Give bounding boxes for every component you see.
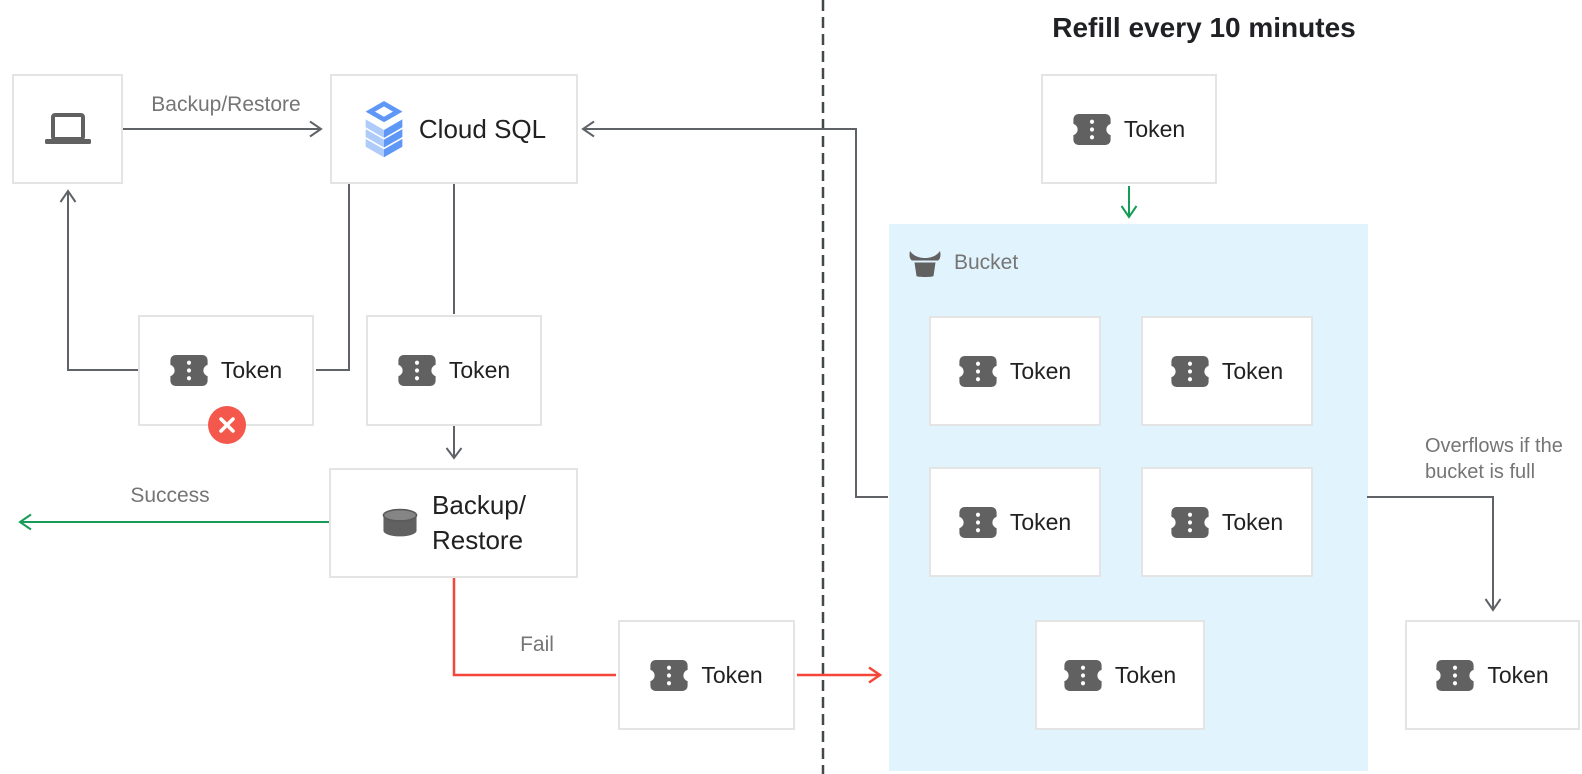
token-icon — [1171, 355, 1209, 387]
token-icon — [398, 355, 436, 386]
success-label: Success — [130, 484, 210, 507]
backup-restore-label: Backup/ Restore — [432, 490, 526, 555]
token-icon — [1073, 113, 1111, 145]
token-label: Token — [220, 357, 283, 383]
bucket-header: Bucket — [908, 247, 1018, 278]
refill-token-box: Token — [1041, 74, 1217, 184]
backup-restore-box: Backup/ Restore — [329, 468, 578, 578]
token-icon — [1064, 659, 1102, 691]
bucket-token-4: Token — [1141, 467, 1313, 577]
bucket-token-1: Token — [929, 316, 1101, 426]
token-label: Token — [1114, 661, 1177, 688]
token-icon — [170, 355, 208, 386]
overflow-token-box: Token — [1405, 620, 1580, 730]
token-icon — [1171, 506, 1209, 538]
token-icon — [959, 355, 997, 387]
bucket-to-cloudsql-arrow — [581, 120, 888, 498]
token-label: Token — [1221, 357, 1284, 384]
laptop-icon — [44, 112, 91, 144]
request-arrow — [123, 120, 323, 138]
token-icon — [1436, 659, 1474, 691]
token-icon — [650, 659, 688, 691]
database-icon — [382, 508, 418, 536]
cloud-sql-icon — [365, 100, 403, 157]
token-label: Token — [1123, 115, 1186, 142]
x-circle-icon — [208, 406, 246, 444]
client-box — [12, 74, 123, 184]
fail-label: Fail — [520, 633, 554, 656]
refill-title: Refill every 10 minutes — [1052, 12, 1356, 43]
success-arrow — [18, 513, 329, 531]
bucket-icon — [909, 251, 941, 277]
bucket-token-2: Token — [1141, 316, 1313, 426]
cloud-sql-label: Cloud SQL — [418, 113, 547, 144]
overflow-label: Overflows if the bucket is full — [1425, 435, 1563, 483]
pending-token-box: Token — [366, 315, 542, 426]
token-label: Token — [1221, 508, 1284, 535]
bucket-label: Bucket — [954, 250, 1019, 274]
request-arrow-label: Backup/Restore — [151, 93, 301, 116]
bucket-token-5: Token — [1035, 620, 1205, 730]
bucket-token-3: Token — [929, 467, 1101, 577]
token-label: Token — [701, 661, 763, 688]
token-to-client-arrow — [59, 189, 138, 371]
token-label: Token — [448, 357, 511, 383]
token-icon — [959, 506, 997, 538]
token-label: Token — [1009, 357, 1072, 384]
cloud-sql-box: Cloud SQL — [330, 74, 578, 184]
overflow-arrow — [1367, 496, 1502, 612]
token-label: Token — [1487, 661, 1549, 688]
fail-token-box: Token — [618, 620, 795, 730]
cloudsql-to-token-line — [316, 184, 350, 371]
token-label: Token — [1009, 508, 1072, 535]
token-to-backup-arrow — [445, 426, 463, 460]
refill-arrow — [1120, 186, 1138, 219]
